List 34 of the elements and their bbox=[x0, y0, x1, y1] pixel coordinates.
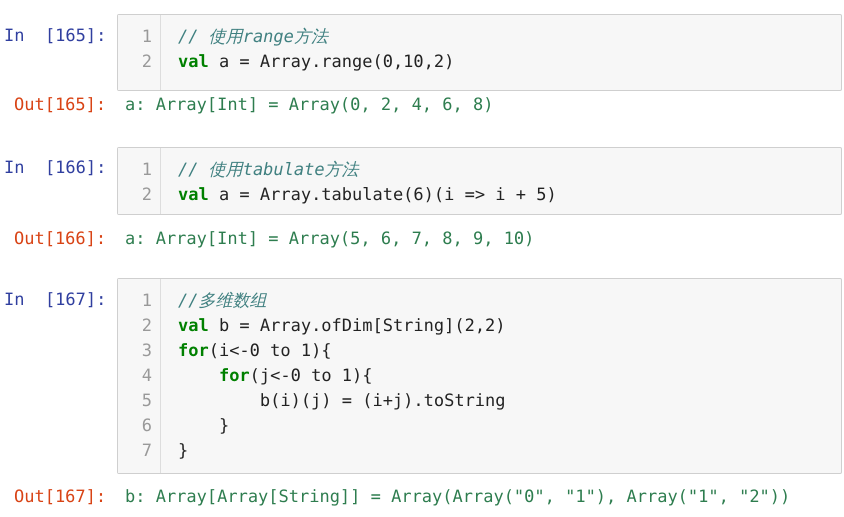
code-comment: //多维数组 bbox=[177, 290, 266, 313]
line-number: 4 bbox=[142, 365, 153, 388]
code-comment: // 使用tabulate方法 bbox=[177, 159, 359, 182]
line-number: 1 bbox=[142, 26, 153, 49]
output-text: a: Array[Int] = Array(0, 2, 4, 6, 8) bbox=[125, 94, 494, 116]
line-number: 2 bbox=[142, 315, 153, 338]
code-line: } bbox=[177, 440, 188, 463]
line-number: 3 bbox=[142, 340, 153, 363]
prompt-label: In [165]: bbox=[4, 25, 106, 47]
line-number: 6 bbox=[142, 415, 153, 438]
code-cell bbox=[117, 14, 842, 91]
prompt-label: Out[165]: bbox=[14, 94, 106, 116]
code-cell bbox=[117, 278, 842, 474]
code-line: val b = Array.ofDim[String](2,2) bbox=[177, 315, 506, 338]
prompt-label: In [166]: bbox=[4, 157, 106, 179]
line-number: 1 bbox=[142, 159, 153, 182]
line-number: 2 bbox=[142, 184, 153, 207]
line-number: 2 bbox=[142, 51, 153, 74]
code-line: for(j<-0 to 1){ bbox=[218, 365, 372, 388]
output-text: a: Array[Int] = Array(5, 6, 7, 8, 9, 10) bbox=[125, 228, 534, 250]
code-cell bbox=[117, 147, 842, 215]
output-text: b: Array[Array[String]] = Array(Array("0", "1"), Array("1", "2")) bbox=[125, 486, 790, 508]
line-number: 1 bbox=[142, 290, 153, 313]
prompt-label: In [167]: bbox=[4, 289, 106, 311]
code-line: b(i)(j) = (i+j).toString bbox=[258, 390, 506, 413]
prompt-label: Out[167]: bbox=[14, 486, 106, 508]
code-line: val a = Array.range(0,10,2) bbox=[177, 51, 454, 74]
code-line: val a = Array.tabulate(6)(i => i + 5) bbox=[177, 184, 557, 207]
line-number: 5 bbox=[142, 390, 153, 413]
code-line: } bbox=[218, 415, 230, 438]
line-number: 7 bbox=[142, 440, 153, 463]
code-line: for(i<-0 to 1){ bbox=[177, 340, 332, 363]
code-comment: // 使用range方法 bbox=[177, 26, 328, 49]
prompt-label: Out[166]: bbox=[14, 228, 106, 250]
